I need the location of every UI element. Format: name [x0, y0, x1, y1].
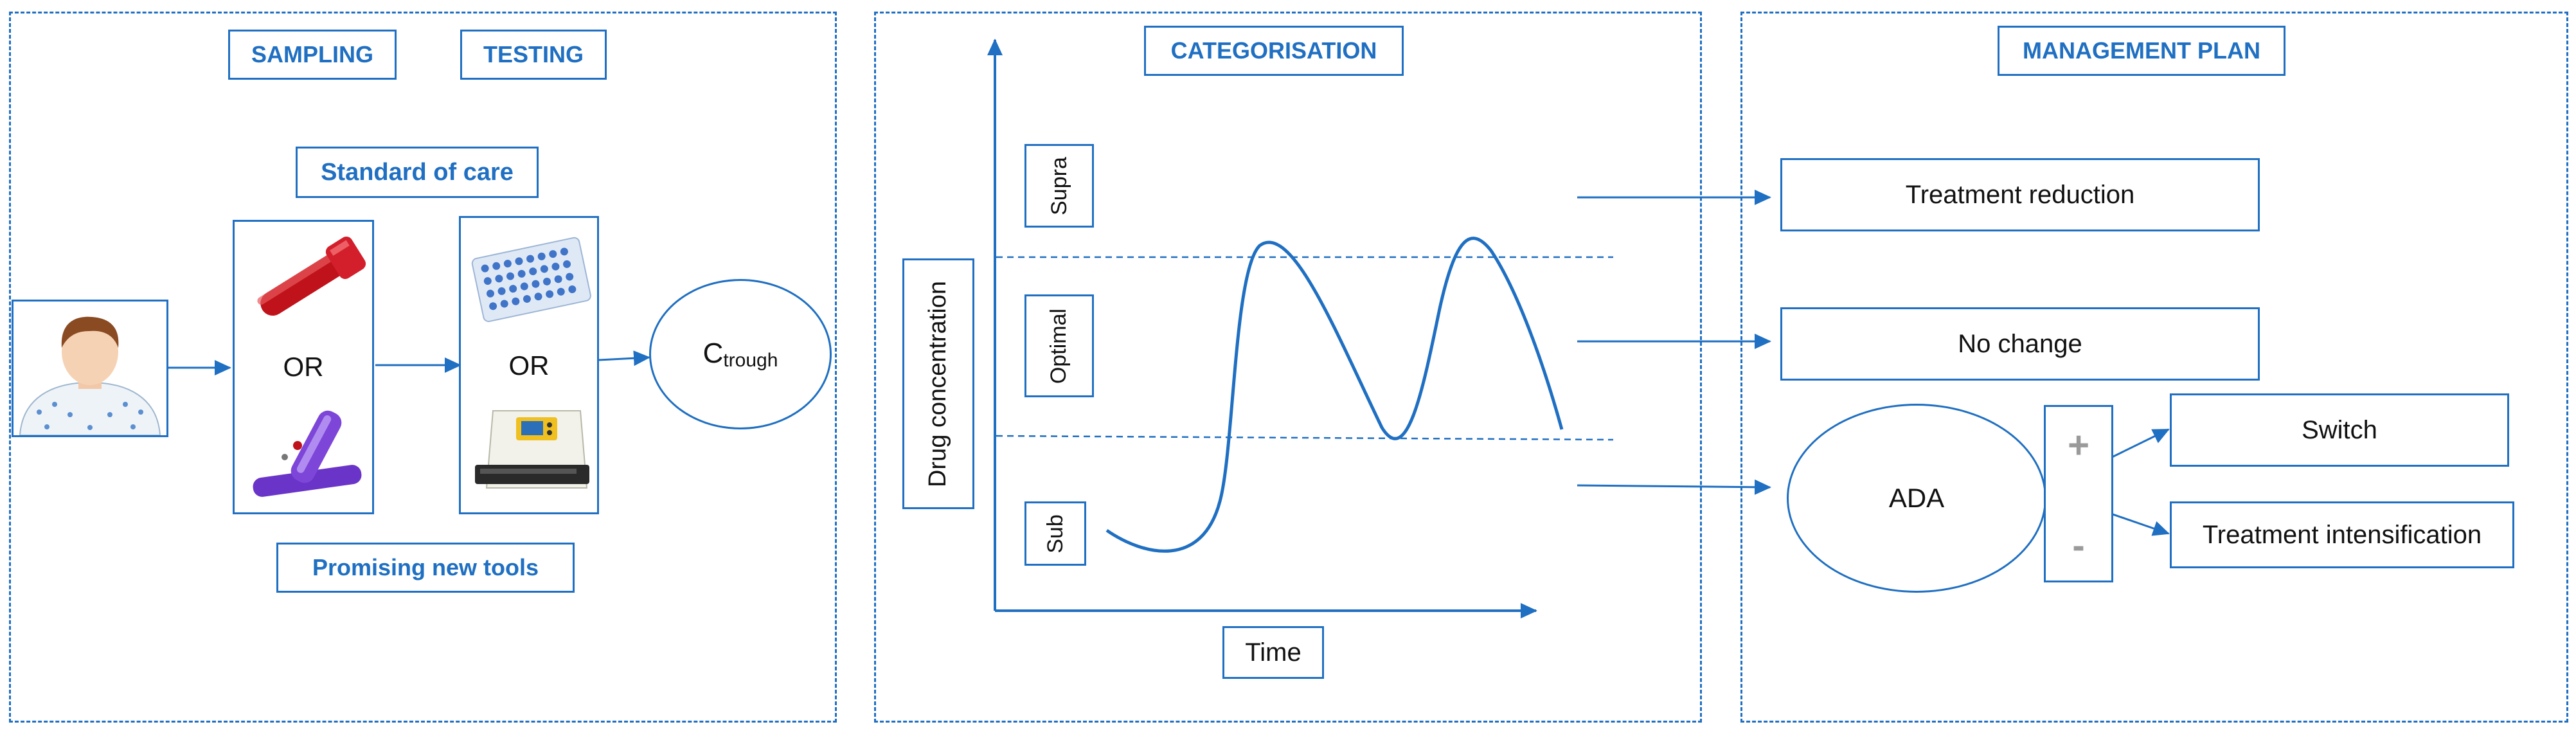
optimal-label-box: Optimal — [1024, 294, 1094, 397]
standard-of-care-label: Standard of care — [296, 147, 539, 198]
optimal-label: Optimal — [1046, 308, 1071, 384]
finger-prick-device-icon — [253, 410, 362, 497]
drug-concentration-label: Drug concentration — [924, 280, 952, 487]
categorisation-panel — [874, 12, 1702, 723]
time-label: Time — [1222, 626, 1324, 679]
management-plan-panel — [1740, 12, 2568, 723]
sampling-header: SAMPLING — [228, 30, 397, 80]
lower-threshold-line — [996, 435, 1614, 441]
switch-box: Switch — [2170, 393, 2509, 467]
arrow-testing-to-ctrough — [598, 350, 650, 366]
or-label-sampling: OR — [283, 352, 324, 382]
sub-label-box: Sub — [1024, 501, 1086, 566]
treatment-reduction-box: Treatment reduction — [1780, 158, 2260, 231]
sampling-methods-box: OR — [233, 220, 374, 514]
or-label-testing: OR — [508, 350, 550, 381]
ada-label: ADA — [1888, 483, 1945, 513]
management-plan-header: MANAGEMENT PLAN — [1998, 26, 2285, 76]
arrow-sub-to-ada — [1577, 479, 1771, 495]
treatment-intensification-box: Treatment intensification — [2170, 501, 2514, 568]
elisa-plate-icon — [471, 237, 591, 323]
promising-new-tools-label: Promising new tools — [276, 543, 575, 593]
sub-label: Sub — [1042, 514, 1068, 554]
ada-positive-sign: + — [2068, 424, 2089, 466]
categorisation-header: CATEGORISATION — [1144, 26, 1404, 76]
ada-negative-sign: - — [2072, 525, 2085, 566]
concentration-curve — [1105, 237, 1564, 553]
ada-node: ADA — [1787, 404, 2046, 593]
testing-header: TESTING — [460, 30, 607, 80]
patient-box — [12, 300, 168, 437]
supra-label-box: Supra — [1024, 144, 1094, 228]
analyzer-device-icon — [475, 410, 589, 489]
sampling-testing-panel — [9, 12, 837, 723]
patient-icon — [19, 316, 161, 436]
ada-result-box: + - — [2044, 405, 2113, 582]
c-trough-node: Ctrough — [649, 279, 832, 429]
c-trough-label: Ctrough — [702, 337, 778, 371]
drug-concentration-label-box: Drug concentration — [902, 258, 974, 509]
blood-tube-icon — [257, 237, 366, 316]
testing-methods-box: OR — [459, 216, 599, 514]
no-change-box: No change — [1780, 307, 2260, 381]
supra-label: Supra — [1046, 156, 1071, 215]
